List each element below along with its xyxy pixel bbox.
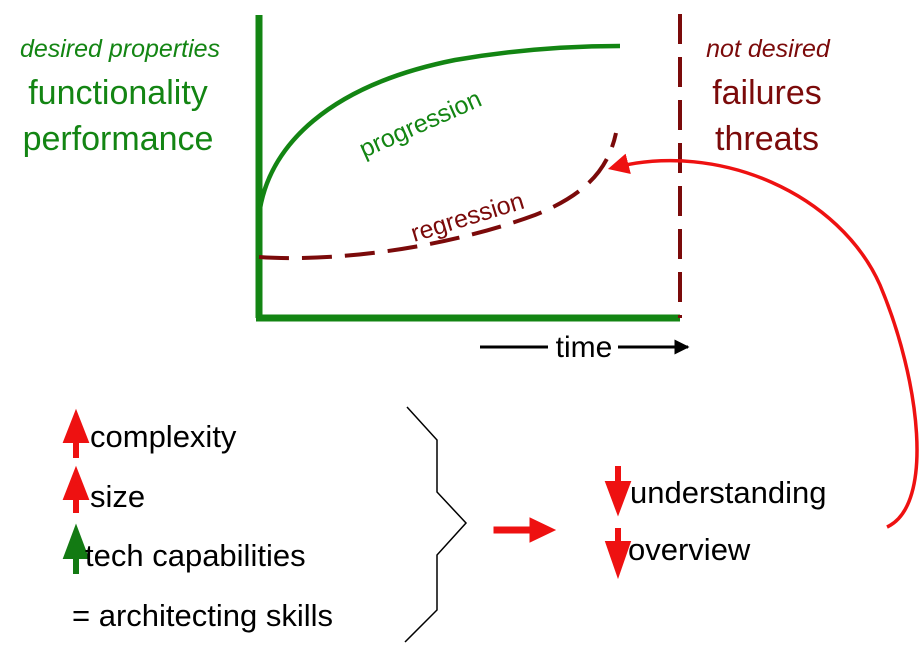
effect-overview: overview xyxy=(604,528,751,580)
functionality-label: functionality xyxy=(28,74,208,112)
factor-label-complexity: complexity xyxy=(90,419,237,454)
effect-understanding: understanding xyxy=(604,466,827,517)
red-down-arrow-icon xyxy=(604,466,632,517)
grouping-brace xyxy=(404,406,468,643)
failures-label: failures xyxy=(712,74,822,112)
implication-arrow-icon xyxy=(493,517,557,543)
factor-label-size: size xyxy=(90,479,145,514)
effect-label-understanding: understanding xyxy=(630,475,827,510)
red-down-arrow-icon xyxy=(604,528,632,580)
progression-curve xyxy=(256,43,621,216)
red-up-arrow-icon xyxy=(62,465,90,513)
regression-label: regression xyxy=(408,187,528,248)
effect-label-overview: overview xyxy=(628,532,751,567)
factor-label-tech-capabilities: tech capabilities xyxy=(85,538,306,573)
regression-curve xyxy=(258,132,618,261)
factor-size: size xyxy=(62,465,145,514)
desired-properties-label: desired properties xyxy=(20,35,220,63)
time-label: time xyxy=(556,331,613,364)
red-up-arrow-icon xyxy=(62,408,90,458)
performance-label: performance xyxy=(23,120,214,158)
not-desired-label: not desired xyxy=(706,35,831,63)
factor-tech-capabilities: tech capabilities xyxy=(62,523,306,574)
progression-label: progression xyxy=(355,85,486,164)
factor-label-architecting-skills: = architecting skills xyxy=(72,598,333,633)
threats-label: threats xyxy=(715,120,819,158)
feedback-arrow xyxy=(607,153,919,529)
green-up-arrow-icon xyxy=(62,523,90,574)
factor-complexity: complexity xyxy=(62,408,237,458)
